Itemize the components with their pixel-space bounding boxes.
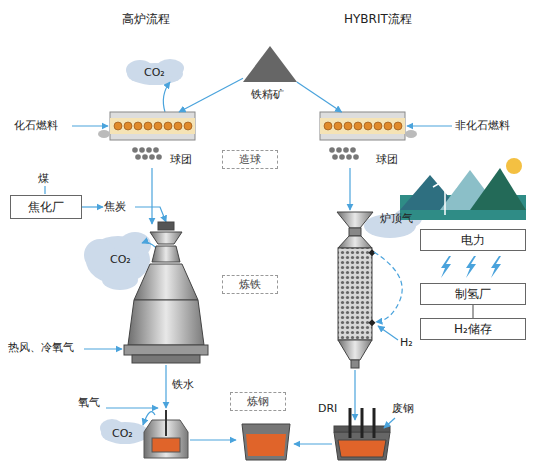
flow-label: 铁水 (172, 378, 194, 391)
flow-arrow (472, 305, 473, 318)
node-text: 焦化厂 (28, 199, 64, 216)
node-text: 球团 (170, 152, 192, 167)
column-heading: HYBRIT流程 (344, 12, 412, 26)
node-text: 电力 (461, 232, 485, 249)
stage-box: 炼铁 (222, 275, 278, 294)
flow-label: 废钢 (392, 402, 414, 415)
process-box: 焦化厂 (10, 195, 82, 219)
flow-label: CO₂ (112, 427, 133, 440)
flow-label: 热风、冷氧气 (8, 341, 74, 354)
flow-label: DRI (318, 402, 337, 415)
process-box: 制氢厂 (420, 283, 526, 305)
flow-label: 化石燃料 (14, 119, 58, 132)
node-text: 炼铁 (239, 277, 261, 292)
node-text: 炼钢 (247, 394, 269, 409)
flow-label: CO₂ (110, 253, 131, 266)
flow-arrow (179, 78, 243, 112)
process-box: 电力 (420, 229, 526, 251)
flow-label: H₂ (400, 336, 413, 349)
node-text: H₂储存 (454, 321, 492, 338)
flow-arrow (297, 82, 342, 112)
stage-box: 造球 (222, 150, 278, 169)
pellet-kiln: 球团 (320, 112, 405, 140)
column-heading: 高炉流程 (122, 12, 170, 26)
ore-triangle: 铁精矿 (243, 46, 297, 82)
flow-label: 煤 (38, 172, 49, 185)
node-text: 造球 (239, 152, 261, 167)
stage-box: 炼钢 (230, 392, 286, 411)
flow-label: CO₂ (144, 66, 165, 79)
flow-label: 氧气 (78, 396, 100, 409)
node-text: 铁精矿 (251, 87, 284, 102)
pellet-kiln: 球团 (110, 112, 195, 140)
flow-label: 非化石燃料 (455, 119, 510, 132)
flow-label: 焦炭 (104, 200, 126, 213)
flow-label: 炉顶气 (380, 212, 413, 225)
process-box: H₂储存 (420, 318, 526, 340)
node-text: 制氢厂 (455, 286, 491, 303)
node-text: 球团 (376, 152, 398, 167)
